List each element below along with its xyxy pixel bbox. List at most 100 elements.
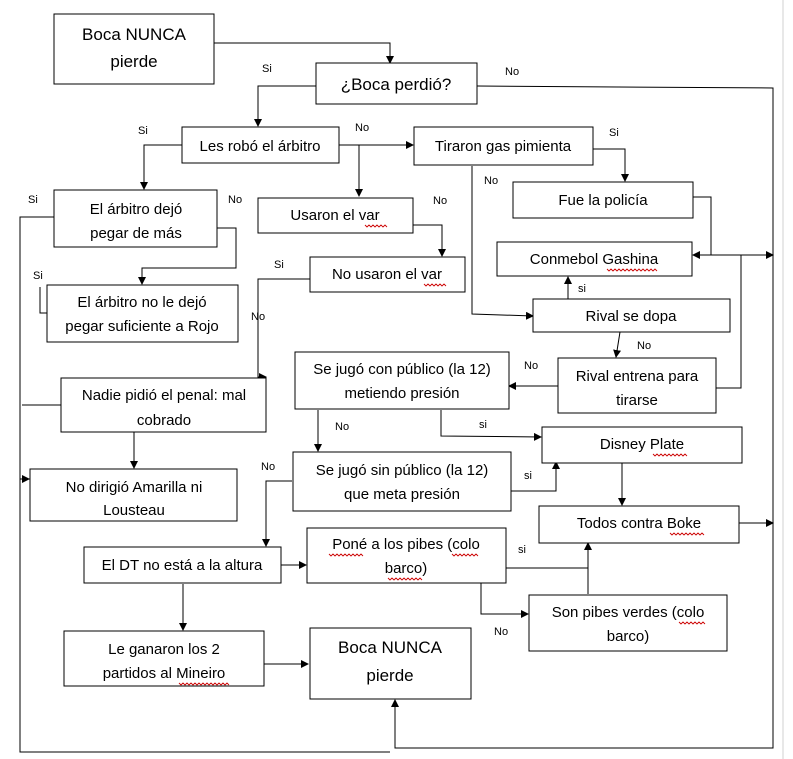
node-conmebol-text: Conmebol Gashina [530, 251, 659, 268]
spellcheck-pone [328, 553, 364, 557]
edge-nodejo-si [39, 287, 47, 314]
spellcheck-mineiro [178, 682, 230, 686]
node-penal-line-1: Nadie pidió el penal: mal [82, 387, 246, 404]
label-sinpub-si: si [524, 470, 532, 482]
node-arbitro-dejo: El árbitro dejó pegar de más [53, 189, 218, 248]
node-con-publico: Se jugó con público (la 12) metiendo pre… [294, 351, 510, 410]
node-arbitro-no-dejo: El árbitro no le dejó pegar suficiente a… [46, 284, 239, 343]
node-policia-text: Fue la policía [558, 192, 648, 209]
connectors [19, 42, 774, 753]
node-todos-contra-boke: Todos contra Boke [538, 505, 740, 544]
node-no-usaron-var: No usaron el var [309, 256, 466, 293]
node-boca-perdio-text: ¿Boca perdió? [341, 75, 452, 94]
node-amarilla-line-1: No dirigió Amarilla ni [66, 479, 203, 496]
node-arbitro-dejo-line-1: El árbitro dejó [90, 201, 183, 218]
node-arbitro-dejo-line-2: pegar de más [90, 225, 182, 242]
node-amarilla: No dirigió Amarilla ni Lousteau [29, 468, 238, 522]
label-robo-no: No [355, 122, 369, 134]
label-var-si: Si [274, 259, 284, 271]
edge-question-si-robo [254, 85, 316, 127]
node-sin-publico-line-2: que meta presión [344, 486, 460, 503]
node-dt-altura-text: El DT no está a la altura [102, 557, 263, 574]
label-gas-si: Si [609, 127, 619, 139]
edge-dopa-no-tirarse [613, 331, 622, 358]
node-disney-plate: Disney Plate [541, 426, 743, 464]
label-conpub-si: si [479, 419, 487, 431]
node-rival-dopa: Rival se dopa [532, 298, 731, 333]
node-gas-pimienta-text: Tiraron gas pimienta [435, 138, 572, 155]
node-end-line-1: Boca NUNCA [338, 638, 443, 657]
edge-question-no-margin [391, 85, 774, 749]
spellcheck-boke [669, 532, 705, 536]
label-dopa-no: No [637, 340, 651, 352]
edge-dejo-si-margin [19, 216, 54, 480]
edge-gas-no-dopa [471, 166, 534, 320]
label-robo-si: Si [138, 125, 148, 137]
node-end-line-2: pierde [366, 666, 413, 685]
label-pibes-si: si [518, 544, 526, 556]
node-start-line-1: Boca NUNCA [82, 25, 187, 44]
edge-gas-si-policia [593, 148, 629, 182]
node-dt-altura: El DT no está a la altura [83, 546, 282, 584]
node-end: Boca NUNCA pierde [309, 627, 472, 700]
node-conmebol: Conmebol Gashina [496, 241, 693, 277]
node-pibes-verdes-line-1: Son pibes verdes (colo [552, 604, 705, 621]
spellcheck-no-var [423, 283, 447, 287]
node-start-line-2: pierde [110, 52, 157, 71]
edge-conpub-si-disney [440, 410, 542, 441]
node-sin-publico-line-1: Se jugó sin público (la 12) [316, 462, 489, 479]
node-con-publico-line-2: metiendo presión [344, 385, 459, 402]
edge-tirarse-right [716, 255, 742, 389]
node-sin-publico: Se jugó sin público (la 12) que meta pre… [292, 451, 512, 512]
node-penal-line-2: cobrado [137, 412, 191, 429]
node-arbitro-no-dejo-line-2: pegar suficiente a Rojo [65, 318, 218, 335]
spellcheck-colo [451, 553, 479, 557]
node-amarilla-line-2: Lousteau [103, 502, 165, 519]
node-robo-arbitro: Les robó el árbitro [181, 126, 340, 164]
spellcheck-plate [652, 453, 688, 457]
label-var-no: No [433, 195, 447, 207]
label-sinpub-no: No [261, 461, 275, 473]
edge-var-si-penal [257, 278, 310, 381]
edge-left-bottom-margin [19, 479, 390, 753]
node-pibes-verdes-line-2: barco) [607, 628, 650, 645]
node-mineiro-line-1: Le ganaron los 2 [108, 641, 220, 658]
spellcheck-colo-2 [678, 621, 706, 625]
node-gas-pimienta: Tiraron gas pimienta [413, 126, 594, 166]
label-dejo-si: Si [28, 194, 38, 206]
node-arbitro-no-dejo-line-1: El árbitro no le dejó [77, 294, 206, 311]
edge-sinpub-si-disney [511, 461, 560, 492]
node-usaron-var: Usaron el var [257, 197, 414, 234]
label-dopa-si: si [578, 283, 586, 295]
node-mineiro: Le ganaron los 2 partidos al Mineiro [63, 630, 265, 687]
label-conpub-no: No [335, 421, 349, 433]
node-pone-pibes: Poné a los pibes (colo barco) [306, 527, 507, 584]
node-penal: Nadie pidió el penal: mal cobrado [60, 377, 267, 433]
spellcheck-gashina [606, 268, 658, 272]
edge-dejo-no-nodejo [138, 227, 237, 285]
node-rival-dopa-text: Rival se dopa [586, 308, 678, 325]
node-robo-arbitro-text: Les robó el árbitro [200, 138, 321, 155]
edge-pibes-no-verdes [480, 583, 529, 618]
node-rival-tirarse-line-2: tirarse [616, 392, 658, 409]
node-pone-pibes-line-2: barco) [385, 560, 428, 577]
label-q-si: Si [262, 63, 272, 75]
node-mineiro-line-2: partidos al Mineiro [103, 665, 226, 682]
node-pibes-verdes: Son pibes verdes (colo barco) [528, 594, 728, 652]
node-boca-perdio: ¿Boca perdió? [315, 62, 478, 105]
edge-sinpub-no-dt [262, 480, 292, 547]
node-policia: Fue la policía [512, 181, 694, 219]
spellcheck-barco [387, 577, 423, 581]
node-no-usaron-var-text: No usaron el var [332, 266, 442, 283]
label-gas-no: No [484, 175, 498, 187]
label-nodejo-no: No [251, 311, 265, 323]
label-nodejo-si: Si [33, 270, 43, 282]
label-dejo-no: No [228, 194, 242, 206]
node-con-publico-line-1: Se jugó con público (la 12) [313, 361, 491, 378]
node-rival-tirarse: Rival entrena para tirarse [557, 357, 717, 414]
spellcheck-var [364, 224, 388, 228]
node-usaron-var-text: Usaron el var [290, 207, 379, 224]
node-pone-pibes-line-1: Poné a los pibes (colo [332, 536, 480, 553]
node-todos-contra-boke-text: Todos contra Boke [577, 515, 701, 532]
node-start: Boca NUNCA pierde [53, 13, 215, 85]
